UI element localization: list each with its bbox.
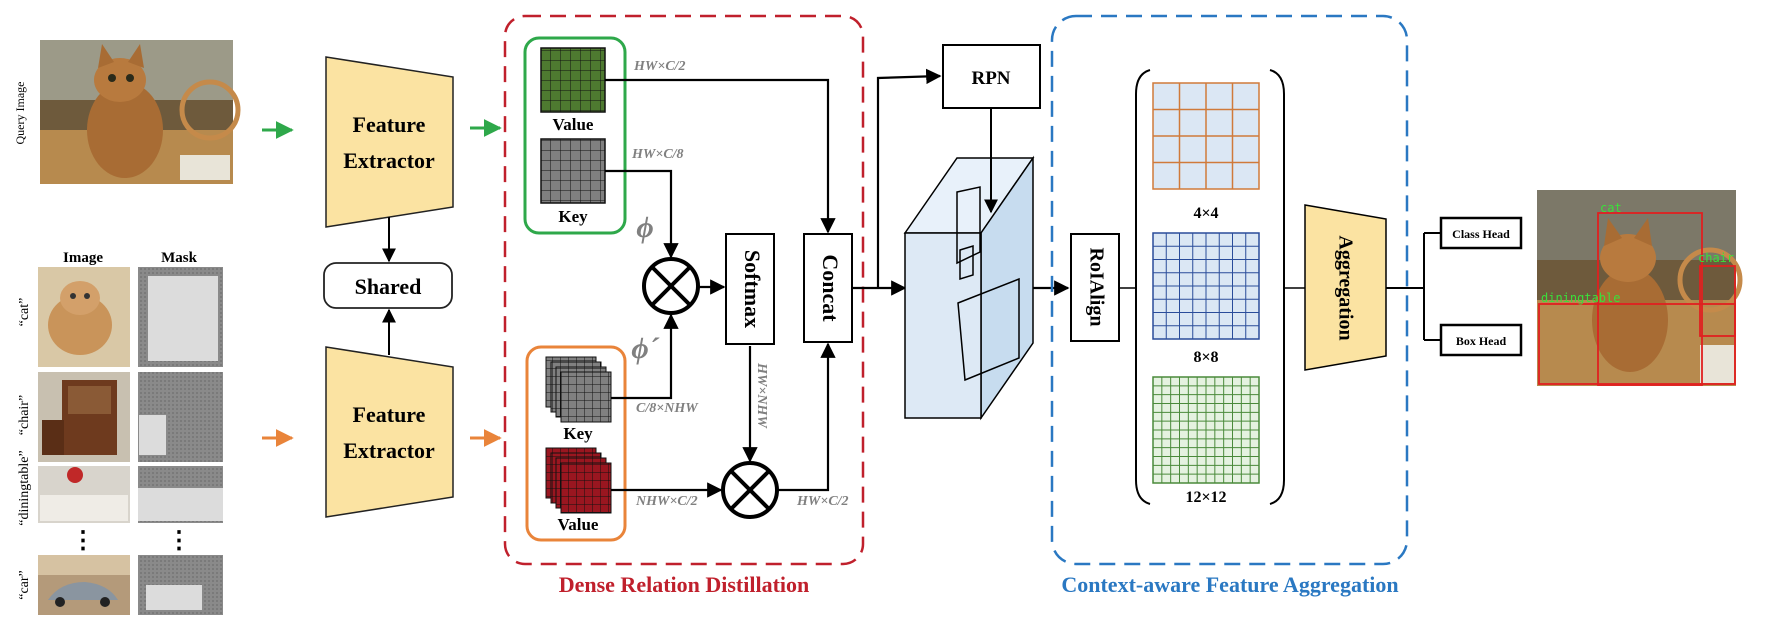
detection-label-chair: chair [1698, 251, 1734, 265]
roialign-label: RoIAlign [1085, 248, 1107, 327]
proposal-rect [956, 186, 981, 265]
bracket-right [1269, 69, 1285, 505]
dim-query-key: HW×C/8 [631, 147, 684, 162]
arrow-support-key-to-matmul [611, 313, 679, 400]
support-key-label: Key [563, 424, 593, 443]
query-image-group: Query Image [13, 40, 241, 184]
context-aware-feature-aggregation-module: Context-aware Feature Aggregation RoIAli… [1050, 14, 1409, 597]
query-value-label: Value [553, 115, 594, 134]
class-head-box: Class Head [1439, 216, 1523, 250]
feature-map-3d [903, 155, 1035, 421]
dim-support-value: NHW×C/2 [635, 494, 698, 509]
matmul-circle-top [642, 257, 700, 315]
proposal-rect [957, 277, 1020, 382]
detection-label-diningtable: diningtable [1541, 291, 1620, 305]
proposal-rect [959, 244, 974, 281]
support-mask-car [138, 555, 223, 615]
grid-12x12 [1152, 376, 1260, 484]
svg-text:Feature: Feature [353, 112, 426, 137]
arrow-value-to-concat [605, 78, 836, 234]
bracket-left [1135, 69, 1151, 505]
box-diningtable [1538, 303, 1736, 385]
grid-4x4 [1152, 82, 1260, 190]
support-mask-diningtable [138, 466, 223, 523]
arrow-key-to-matmul [605, 169, 679, 259]
grid-8x8-label: 8×8 [1193, 349, 1218, 366]
query-key-tensor [540, 138, 606, 204]
cfa-title: Context-aware Feature Aggregation [1061, 572, 1398, 597]
dim-softmax: HW×NHW [754, 362, 769, 429]
support-set: Image Mask “cat” “chair” “diningtable” [17, 250, 223, 615]
svg-text:Extractor: Extractor [343, 148, 435, 173]
dim-support-key: C/8×NHW [636, 401, 699, 416]
query-image-label: Query Image [13, 82, 27, 145]
phi-label: ϕ [636, 211, 653, 244]
mask-ellipsis: ⋮ [167, 528, 191, 554]
grid-12x12-label: 12×12 [1185, 489, 1226, 506]
support-class-label: “car” [17, 570, 32, 600]
feature-extractor-support: Feature Extractor [325, 346, 454, 518]
support-image-chair [38, 372, 130, 462]
support-class-label: “diningtable” [17, 450, 32, 525]
aggregation-block [1304, 204, 1387, 371]
svg-text:Box Head: Box Head [1456, 334, 1507, 348]
support-key-tensor-stack [545, 356, 612, 423]
image-column-header: Image [63, 250, 103, 266]
box-head-box: Box Head [1439, 323, 1523, 357]
dim-output: HW×C/2 [796, 494, 849, 509]
concat-box [803, 233, 853, 343]
box-chair [1699, 265, 1736, 337]
mask-column-header: Mask [161, 250, 197, 266]
support-mask-chair [138, 372, 223, 462]
svg-text:Class Head: Class Head [1452, 227, 1510, 241]
softmax-box [725, 233, 775, 345]
svg-text:Extractor: Extractor [343, 438, 435, 463]
detection-label-cat: cat [1600, 201, 1622, 215]
svg-text:Feature: Feature [353, 402, 426, 427]
arrow-to-rpn [876, 68, 942, 288]
svg-text:Shared: Shared [355, 274, 422, 299]
arrow-matmul-to-concat [778, 342, 836, 492]
feature-extractor-query: Feature Extractor [325, 56, 454, 228]
dim-query-value: HW×C/2 [633, 59, 686, 74]
drd-title: Dense Relation Distillation [559, 572, 810, 597]
grid-4x4-label: 4×4 [1193, 205, 1218, 222]
support-image-car [38, 555, 130, 615]
query-image [40, 40, 241, 184]
rpn-box: RPN [942, 44, 1041, 109]
matmul-circle-bottom [721, 461, 779, 519]
support-image-cat [38, 267, 130, 367]
aggregation-label: Aggregation [1334, 235, 1356, 340]
box-cat [1597, 212, 1703, 386]
svg-text:RPN: RPN [971, 68, 1010, 89]
support-value-tensor-stack [545, 447, 612, 514]
query-key-label: Key [558, 207, 588, 226]
support-image-diningtable [38, 466, 130, 523]
heads-connector [1386, 232, 1440, 341]
query-value-tensor [540, 47, 606, 113]
support-ellipsis: ⋮ [71, 528, 95, 554]
phi-prime-label: ϕ´ [631, 332, 659, 365]
grid-8x8 [1152, 232, 1260, 340]
concat-label: Concat [818, 254, 843, 322]
dense-relation-distillation-module: Dense Relation Distillation Value Key Ke… [503, 14, 865, 597]
detection-result-image: cat chair diningtable [1537, 190, 1743, 386]
shared-weights-box: Shared [323, 262, 453, 309]
support-class-label: “chair” [17, 395, 32, 435]
support-value-label: Value [558, 515, 599, 534]
support-class-label: “cat” [17, 298, 32, 327]
softmax-label: Softmax [740, 250, 765, 328]
support-mask-cat [138, 267, 223, 367]
